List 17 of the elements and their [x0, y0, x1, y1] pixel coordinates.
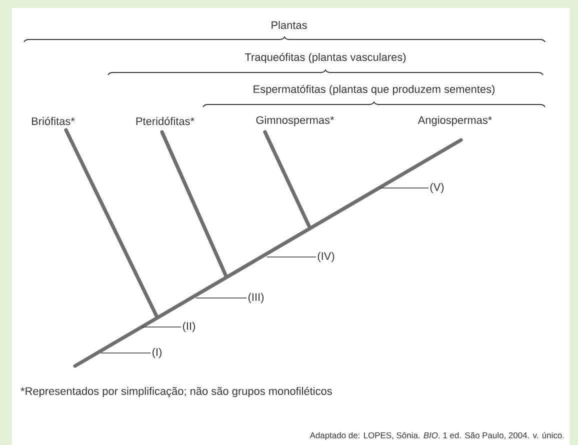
- callout-number: (V): [430, 182, 444, 194]
- callout-number: (II): [182, 322, 196, 332]
- taxon-label: Pteridófitas*: [136, 116, 194, 126]
- leader-line: [142, 326, 182, 328]
- group-label: Espermatófitas (plantas que produzem sementes): [254, 84, 494, 96]
- footnote: *Representados por simplificação; não são grupos monofiléticos: [20, 386, 332, 398]
- leader-line: [100, 352, 152, 354]
- callout-number: (I): [152, 348, 162, 358]
- taxon-label: Angiospermas*: [418, 116, 492, 126]
- taxon-label: Gimnospermas*: [256, 116, 334, 126]
- callout-number: (III): [248, 292, 264, 304]
- group-label: Plantas: [272, 20, 307, 30]
- taxon-label: Briófitas*: [32, 116, 75, 126]
- group-label: Traqueófitas (plantas vasculares): [244, 52, 406, 64]
- leader-line: [266, 256, 316, 258]
- callout-number: (IV): [318, 252, 334, 262]
- source-citation: Adaptado de: LOPES, Sônia. BIO. 1 ed. São Paulo, 2004. v. único.: [310, 432, 564, 440]
